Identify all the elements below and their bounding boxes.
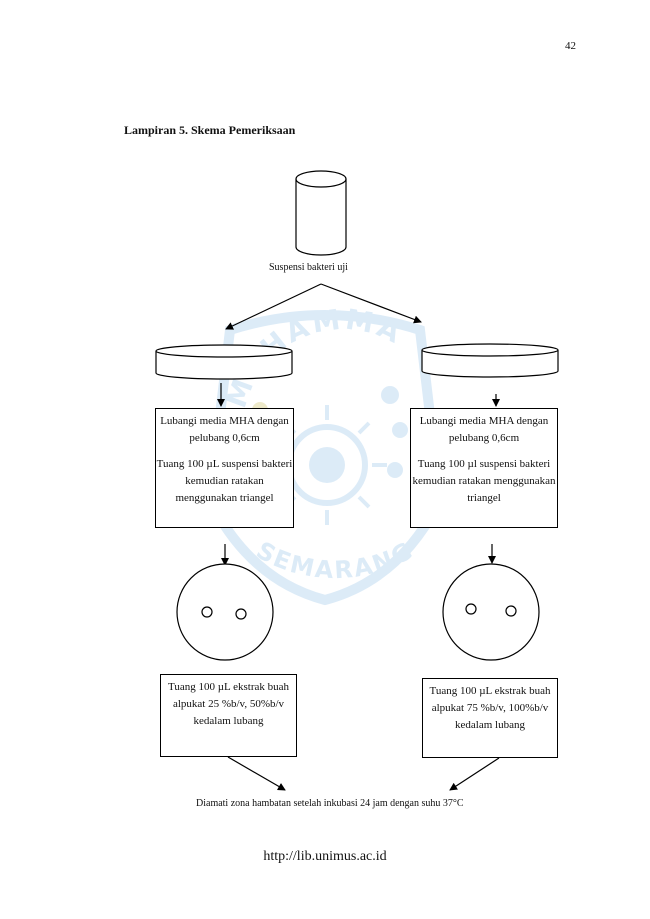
bacteria-suspension-tube-icon xyxy=(295,170,347,256)
left-preparation-step-box: Lubangi media MHA dengan pelubang 0,6cm … xyxy=(155,408,294,528)
watermark-leaf-icon xyxy=(381,386,399,404)
arrow-to-right-dish xyxy=(320,283,422,324)
right-drill-step: Lubangi media MHA dengan pelubang 0,6cm xyxy=(419,415,549,444)
right-plate-well xyxy=(505,605,517,617)
arrow-right-to-result xyxy=(449,757,500,791)
arrow-left-to-result xyxy=(227,756,286,791)
left-spread-step: Tuang 100 µL suspensi bakteri kemudian r… xyxy=(156,458,293,504)
right-plate-well xyxy=(465,603,477,615)
left-petri-dish-icon xyxy=(155,344,293,380)
arrow-to-left-dish xyxy=(225,283,322,330)
left-plate-well xyxy=(235,608,247,620)
right-extract-step: Tuang 100 µL ekstrak buah alpukat 75 %b/… xyxy=(429,685,551,731)
right-spread-step: Tuang 100 µl suspensi bakteri kemudian r… xyxy=(412,458,556,504)
watermark-shield-outline xyxy=(204,310,446,606)
right-agar-plate-icon xyxy=(442,563,540,661)
left-agar-plate-icon xyxy=(176,563,274,661)
left-extract-step: Tuang 100 µL ekstrak buah alpukat 25 %b/… xyxy=(167,681,289,727)
right-preparation-step-box: Lubangi media MHA dengan pelubang 0,6cm … xyxy=(410,408,558,528)
tube-label: Suspensi bakteri uji xyxy=(269,262,348,273)
footer-url: http://lib.unimus.ac.id xyxy=(263,849,387,864)
right-extract-step-box: Tuang 100 µL ekstrak buah alpukat 75 %b/… xyxy=(422,678,558,758)
left-extract-step-box: Tuang 100 µL ekstrak buah alpukat 25 %b/… xyxy=(160,674,297,757)
observation-caption: Diamati zona hambatan setelah inkubasi 2… xyxy=(196,798,464,809)
page-heading: Lampiran 5. Skema Pemeriksaan xyxy=(124,123,296,137)
page-number: 42 xyxy=(565,40,576,52)
left-drill-step: Lubangi media MHA dengan pelubang 0,6cm xyxy=(160,415,289,444)
left-plate-well xyxy=(201,606,213,618)
right-petri-dish-icon xyxy=(421,343,559,378)
